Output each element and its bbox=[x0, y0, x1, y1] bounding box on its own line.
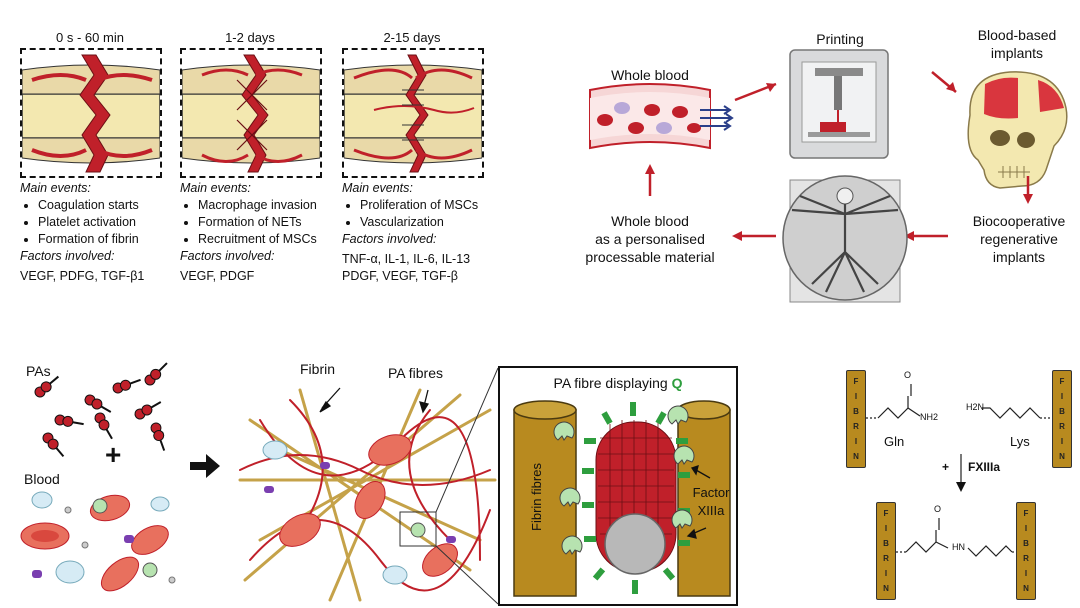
fibrin-fibre-left bbox=[513, 400, 577, 597]
stage-events: Main events: Coagulation starts Platelet… bbox=[20, 180, 180, 285]
fracture-illustration bbox=[182, 54, 320, 173]
bone-fracture-panel bbox=[20, 48, 162, 178]
list-item: Formation of fibrin bbox=[38, 231, 180, 248]
pa-fibre-core bbox=[595, 420, 677, 575]
vitruvian-man-icon bbox=[782, 175, 908, 303]
arrow-icon bbox=[732, 231, 776, 241]
pas-label: PAs bbox=[26, 363, 51, 379]
pointer-arrows bbox=[319, 387, 430, 414]
events-list: Macrophage invasion Formation of NETs Re… bbox=[180, 197, 340, 248]
fibrin-fibres-label: Fibrin fibres bbox=[529, 463, 544, 531]
skull-icon bbox=[967, 71, 1068, 189]
list-item: Platelet activation bbox=[38, 214, 180, 231]
material-label: Whole blood as a personalised processabl… bbox=[585, 213, 715, 265]
factor-label: Factor XIIIa bbox=[692, 485, 730, 518]
biocooperative-label: Biocooperative regenerative implants bbox=[972, 213, 1066, 265]
arrow-icon bbox=[1023, 176, 1033, 204]
arrow-icon bbox=[645, 164, 655, 196]
h2n-label: H2N bbox=[966, 402, 985, 412]
factors-text: TNF-α, IL-1, IL-6, IL-13 bbox=[342, 252, 471, 266]
network-graphics bbox=[238, 367, 499, 605]
gln-label: Gln bbox=[884, 434, 905, 449]
plus-label: + bbox=[105, 439, 122, 470]
zoom-box bbox=[399, 367, 499, 605]
factor-xiiia-icon bbox=[553, 405, 695, 555]
printing-label: Printing bbox=[816, 31, 864, 47]
stage-title: 1-2 days bbox=[225, 30, 275, 45]
stage-title: 0 s - 60 min bbox=[56, 30, 124, 45]
stage-events: Main events: Proliferation of MSCs Vascu… bbox=[342, 180, 512, 285]
blood-cells-icon bbox=[20, 491, 176, 592]
list-item: Recruitment of MSCs bbox=[198, 231, 340, 248]
whole-blood-label: Whole blood bbox=[611, 67, 689, 83]
nh2-label: NH2 bbox=[920, 412, 939, 422]
list-item: Vascularization bbox=[360, 214, 512, 231]
list-item: Coagulation starts bbox=[38, 197, 180, 214]
list-item: Proliferation of MSCs bbox=[360, 197, 512, 214]
enzyme-label: FXIIIa bbox=[968, 460, 1001, 474]
pointer-arrows bbox=[686, 465, 711, 539]
list-item: Macrophage invasion bbox=[198, 197, 340, 214]
blood-label: Blood bbox=[24, 471, 60, 487]
events-list: Proliferation of MSCs Vascularization bbox=[342, 197, 512, 231]
inset-title: PA fibre displaying Q bbox=[553, 375, 683, 391]
enzyme-plus-label: + bbox=[942, 460, 950, 474]
fracture-illustration bbox=[22, 54, 160, 173]
network-cells bbox=[262, 434, 458, 585]
bone-fracture-panel bbox=[180, 48, 322, 178]
oxygen-label: O bbox=[904, 370, 912, 380]
arrow-icon bbox=[904, 231, 948, 241]
arrow-icon bbox=[734, 82, 777, 102]
fibrin-label: Fibrin bbox=[300, 361, 336, 377]
q-label: Q bbox=[671, 375, 683, 391]
arrow-right-icon bbox=[190, 454, 220, 478]
inset-graphics bbox=[513, 400, 731, 597]
pa-fibre-inset: PA fibre displaying Q Fibrin fibres Fact… bbox=[498, 366, 738, 606]
lys-label: Lys bbox=[1010, 434, 1030, 449]
stage-events: Main events: Macrophage invasion Formati… bbox=[180, 180, 340, 285]
q-peptides bbox=[582, 402, 690, 594]
pa-fibres-label: PA fibres bbox=[388, 365, 443, 381]
hn-label: HN bbox=[952, 542, 965, 552]
oxygen-label: O bbox=[934, 504, 942, 514]
components-graphics bbox=[20, 362, 220, 592]
factors-text: VEGF, PDGF bbox=[180, 269, 255, 283]
fracture-illustration bbox=[344, 54, 482, 173]
events-list: Coagulation starts Platelet activation F… bbox=[20, 197, 180, 248]
peptide-amphiphile-icon bbox=[34, 362, 168, 458]
arrow-icon bbox=[931, 71, 957, 93]
implants-label: Blood-based implants bbox=[977, 27, 1057, 61]
stage-title: 2-15 days bbox=[383, 30, 441, 45]
cycle-graphics bbox=[589, 49, 1068, 303]
blood-vessel-icon bbox=[589, 83, 734, 150]
list-item: Formation of NETs bbox=[198, 214, 340, 231]
factors-text: VEGF, PDFG, TGF-β1 bbox=[20, 269, 145, 283]
factors-text: PDGF, VEGF, TGF-β bbox=[342, 269, 458, 283]
printer-icon bbox=[789, 49, 889, 159]
bone-fracture-panel bbox=[342, 48, 484, 178]
